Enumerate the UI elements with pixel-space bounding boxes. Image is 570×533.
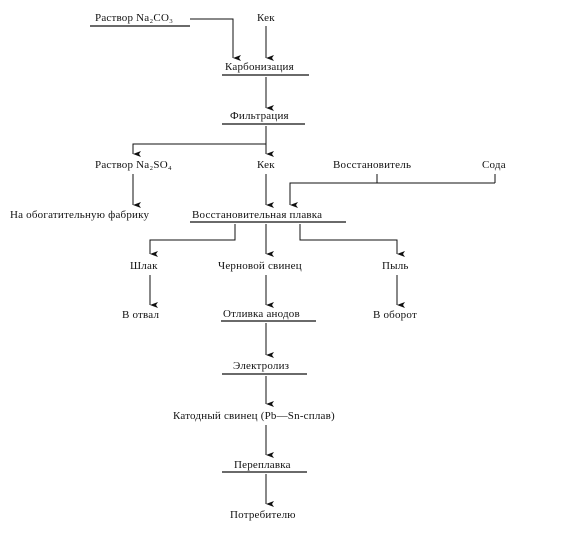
crude-tin-label: Черновой свинец — [218, 260, 302, 272]
slag-label: Шлак — [130, 260, 158, 272]
arrow-smelting-to-slag — [149, 224, 236, 257]
carbonization-label: Карбонизация — [225, 61, 294, 73]
reduction-smelting-label: Восстановительная плавка — [192, 209, 323, 221]
electrolysis-label: Электролиз — [233, 360, 290, 372]
cake-top-label: Кек — [257, 12, 275, 24]
cathode-tin-label: Катодный свинец (Pb—Sn-сплав) — [173, 410, 335, 422]
arrow-na2co3-to-carbonization — [190, 18, 241, 61]
arrow-smelting-to-dust — [299, 224, 405, 257]
remelting-label: Переплавка — [234, 459, 291, 471]
cake-mid-label: Кек — [257, 159, 275, 171]
dust-label: Пыль — [382, 260, 409, 272]
to-recycle-label: В оборот — [373, 309, 417, 321]
to-enrichment-plant-label: На обогатительную фабрику — [10, 209, 150, 221]
consumers-label: Потребителю — [230, 509, 296, 521]
to-dump-label: В отвал — [122, 309, 160, 321]
reducer-label: Восстановитель — [333, 159, 412, 171]
filtration-label: Фильтрация — [230, 110, 289, 122]
arrow-additives-to-smelting — [289, 182, 495, 208]
na2co3-solution-label: Раствор Na₂CO₃ — [95, 12, 174, 24]
arrow-filtration-to-na2so4 — [132, 126, 267, 157]
anode-casting-label: Отливка анодов — [223, 308, 300, 320]
soda-label: Сода — [482, 159, 506, 171]
na2so4-solution-label: Раствор Na₂SO₄ — [95, 159, 172, 171]
